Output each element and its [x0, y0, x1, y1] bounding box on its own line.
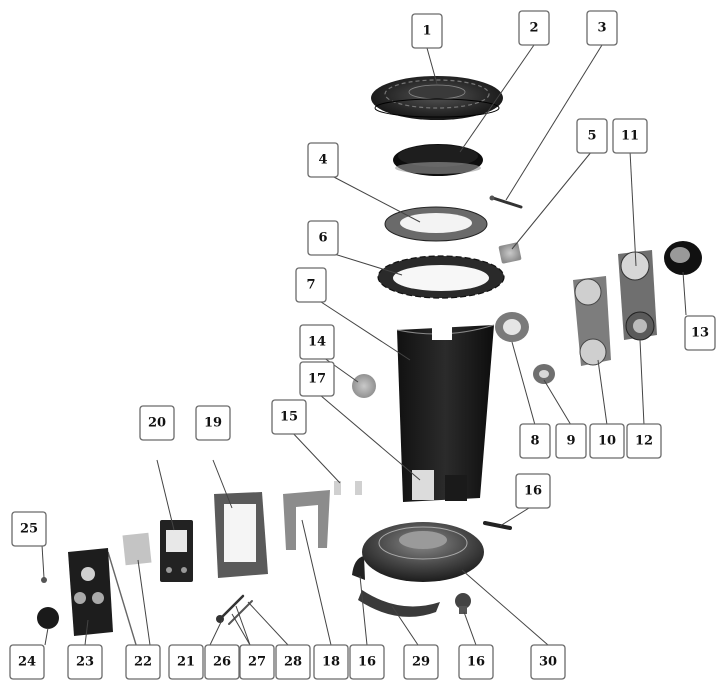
part-25-screw: [41, 577, 47, 583]
svg-text:14: 14: [308, 335, 326, 350]
svg-text:16: 16: [358, 655, 376, 670]
parts-layer: [37, 76, 702, 649]
part-18-bracket: [283, 490, 330, 550]
callout-5: 5: [576, 118, 608, 154]
callout-labels: 1 2 3 4 5 6 7 8 9 10 11 12 13 14 15 16 1…: [9, 10, 716, 680]
callout-12: 12: [626, 423, 662, 459]
callout-24: 24: [9, 644, 45, 680]
callout-27: 27: [239, 644, 275, 680]
part-15-clips: [334, 481, 362, 495]
svg-text:23: 23: [76, 655, 94, 670]
svg-text:21: 21: [177, 655, 195, 670]
callout-10: 10: [589, 423, 625, 459]
callout-28: 28: [275, 644, 311, 680]
svg-text:3: 3: [597, 21, 606, 36]
callout-4: 4: [307, 142, 339, 178]
svg-text:25: 25: [20, 522, 38, 537]
part-23-face-plate: [68, 548, 113, 636]
part-5-block: [498, 242, 522, 264]
callout-3: 3: [586, 10, 618, 46]
callout-1: 1: [411, 13, 443, 49]
callout-7: 7: [295, 267, 327, 303]
callout-29: 29: [403, 644, 439, 680]
callout-22: 22: [125, 644, 161, 680]
callout-21: 21: [168, 644, 204, 680]
part-4-ring: [384, 206, 488, 242]
callout-2: 2: [518, 10, 550, 46]
svg-text:9: 9: [566, 434, 575, 449]
svg-text:20: 20: [148, 416, 166, 431]
part-16-bottom: [455, 593, 471, 614]
callout-16-bottom: 16: [458, 644, 494, 680]
part-29-arc-segment: [358, 590, 440, 617]
callout-14: 14: [299, 324, 335, 360]
callout-16-left: 16: [349, 644, 385, 680]
svg-text:28: 28: [284, 655, 302, 670]
callout-6: 6: [307, 220, 339, 256]
part-30-base: [362, 522, 484, 582]
svg-text:6: 6: [318, 231, 327, 246]
svg-text:27: 27: [248, 655, 266, 670]
part-11-12-plate: [618, 250, 657, 341]
part-16-left: [352, 556, 365, 580]
part-2-disc: [393, 144, 483, 176]
part-26-28-screws: [216, 594, 253, 625]
callout-26: 26: [204, 644, 240, 680]
callout-23: 23: [67, 644, 103, 680]
callout-19: 19: [195, 405, 231, 441]
svg-text:11: 11: [621, 129, 639, 144]
svg-text:26: 26: [213, 655, 231, 670]
part-14-knob: [352, 374, 376, 398]
svg-text:30: 30: [539, 655, 557, 670]
svg-text:22: 22: [134, 655, 152, 670]
callout-9: 9: [555, 423, 587, 459]
svg-text:18: 18: [322, 655, 340, 670]
part-16-top: [483, 521, 512, 530]
part-6-large-ring: [377, 255, 505, 299]
svg-text:16: 16: [524, 484, 542, 499]
callout-25: 25: [11, 511, 47, 547]
svg-text:7: 7: [306, 278, 315, 293]
part-24-knob: [37, 607, 59, 629]
part-22-rod: [107, 551, 138, 649]
svg-text:13: 13: [691, 326, 709, 341]
svg-text:29: 29: [412, 655, 430, 670]
callout-17: 17: [299, 361, 335, 397]
part-1-top-cap: [371, 76, 503, 120]
callout-18: 18: [313, 644, 349, 680]
callout-15: 15: [271, 399, 307, 435]
callout-30: 30: [530, 644, 566, 680]
svg-text:5: 5: [587, 129, 596, 144]
svg-text:15: 15: [280, 410, 298, 425]
svg-text:16: 16: [467, 655, 485, 670]
callout-20: 20: [139, 405, 175, 441]
part-8-washer: [495, 312, 529, 342]
callout-16-top: 16: [515, 473, 551, 509]
part-3-pin: [489, 195, 523, 209]
part-20-panel: [160, 520, 193, 582]
svg-text:17: 17: [308, 372, 326, 387]
part-13-cup: [664, 241, 702, 275]
callout-8: 8: [519, 423, 551, 459]
part-9-nut: [533, 364, 555, 384]
svg-text:10: 10: [598, 434, 616, 449]
callout-13: 13: [684, 315, 716, 351]
part-21-plate: [122, 532, 152, 566]
svg-text:19: 19: [204, 416, 222, 431]
svg-text:12: 12: [635, 434, 653, 449]
callout-11: 11: [612, 118, 648, 154]
svg-text:2: 2: [529, 21, 538, 36]
part-19-frame: [214, 492, 268, 578]
svg-text:1: 1: [422, 24, 431, 39]
part-7-housing-tube: [396, 324, 495, 502]
leader-lines: [41, 44, 687, 646]
svg-text:4: 4: [318, 153, 327, 168]
part-10-plate: [573, 276, 611, 366]
svg-text:8: 8: [530, 434, 539, 449]
svg-text:24: 24: [18, 655, 36, 670]
